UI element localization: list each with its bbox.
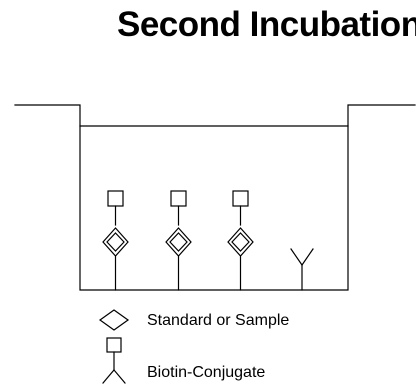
well-outline [14, 104, 416, 291]
legend-biotin-conjugate-icon [102, 337, 126, 384]
legend-label-standard-or-sample: Standard or Sample [147, 312, 290, 329]
complex-1 [102, 190, 129, 291]
biotin-conjugate-icon [170, 190, 187, 207]
diagram-title: Second Incubation [117, 5, 416, 44]
biotin-conjugate-icon [232, 190, 249, 207]
standard-or-sample-inner-diamond-icon [231, 232, 250, 252]
complex-3 [227, 190, 254, 291]
standard-or-sample-inner-diamond-icon [106, 232, 125, 252]
free-antibody-icon [290, 248, 314, 291]
legend-diamond-icon [98, 309, 130, 331]
standard-or-sample-inner-diamond-icon [169, 232, 188, 252]
biotin-conjugate-icon [107, 190, 124, 207]
legend-label-biotin-conjugate: Biotin-Conjugate [147, 364, 266, 381]
complex-2 [165, 190, 192, 291]
